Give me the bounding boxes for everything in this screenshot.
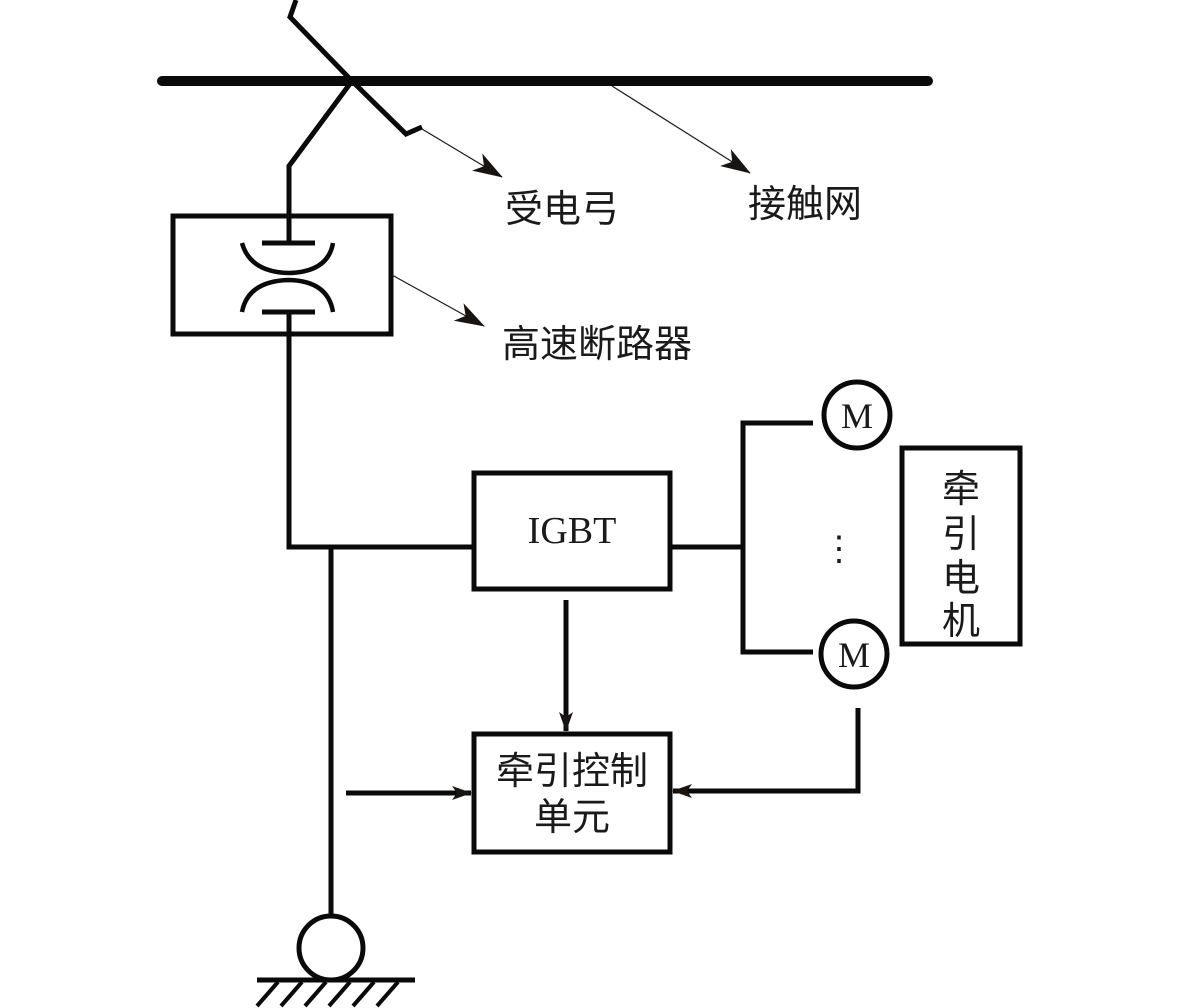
traction-control-unit-box: 牵引控制 单元 [471, 731, 673, 855]
pantograph-pointer-arrow [421, 128, 503, 178]
motor-1-label: M [841, 396, 873, 436]
motor-feeder-bus [740, 420, 813, 655]
motor-feedback-arrow [672, 708, 861, 798]
traction-motor-box: 牵 引 电 机 [899, 445, 1023, 647]
traction-motor-char-4: 机 [942, 599, 980, 643]
ground-hatch-icon [255, 980, 400, 1008]
pantograph-label: 受电弓 [505, 187, 619, 231]
traction-motor-char-1: 牵 [942, 467, 980, 511]
igbt-box: IGBT [471, 470, 673, 592]
hscb-lower-arc [239, 277, 336, 313]
traction-motor-char-2: 引 [942, 512, 980, 556]
control-unit-label-line2: 单元 [534, 795, 610, 839]
pantograph-symbol [286, 0, 424, 215]
hscb-box [170, 213, 394, 337]
hscb-upper-arc [239, 242, 336, 276]
catenary-pointer-arrow [611, 85, 751, 174]
igbt-label: IGBT [528, 510, 617, 552]
control-unit-label-line1: 牵引控制 [496, 749, 648, 793]
wheel-ground-symbol [255, 913, 415, 1008]
hscb-label: 高速断路器 [502, 322, 692, 366]
motor-ellipsis: ⋮ [822, 531, 856, 568]
motor-n: M [818, 618, 890, 690]
catenary-label: 接触网 [748, 182, 862, 226]
dc-bus-line [286, 334, 474, 550]
traction-motor-char-3: 电 [942, 556, 980, 600]
wheel-icon [296, 913, 366, 983]
hscb-pointer-arrow [391, 274, 485, 327]
motor-n-label: M [838, 635, 870, 675]
motor-1: M [821, 379, 893, 451]
